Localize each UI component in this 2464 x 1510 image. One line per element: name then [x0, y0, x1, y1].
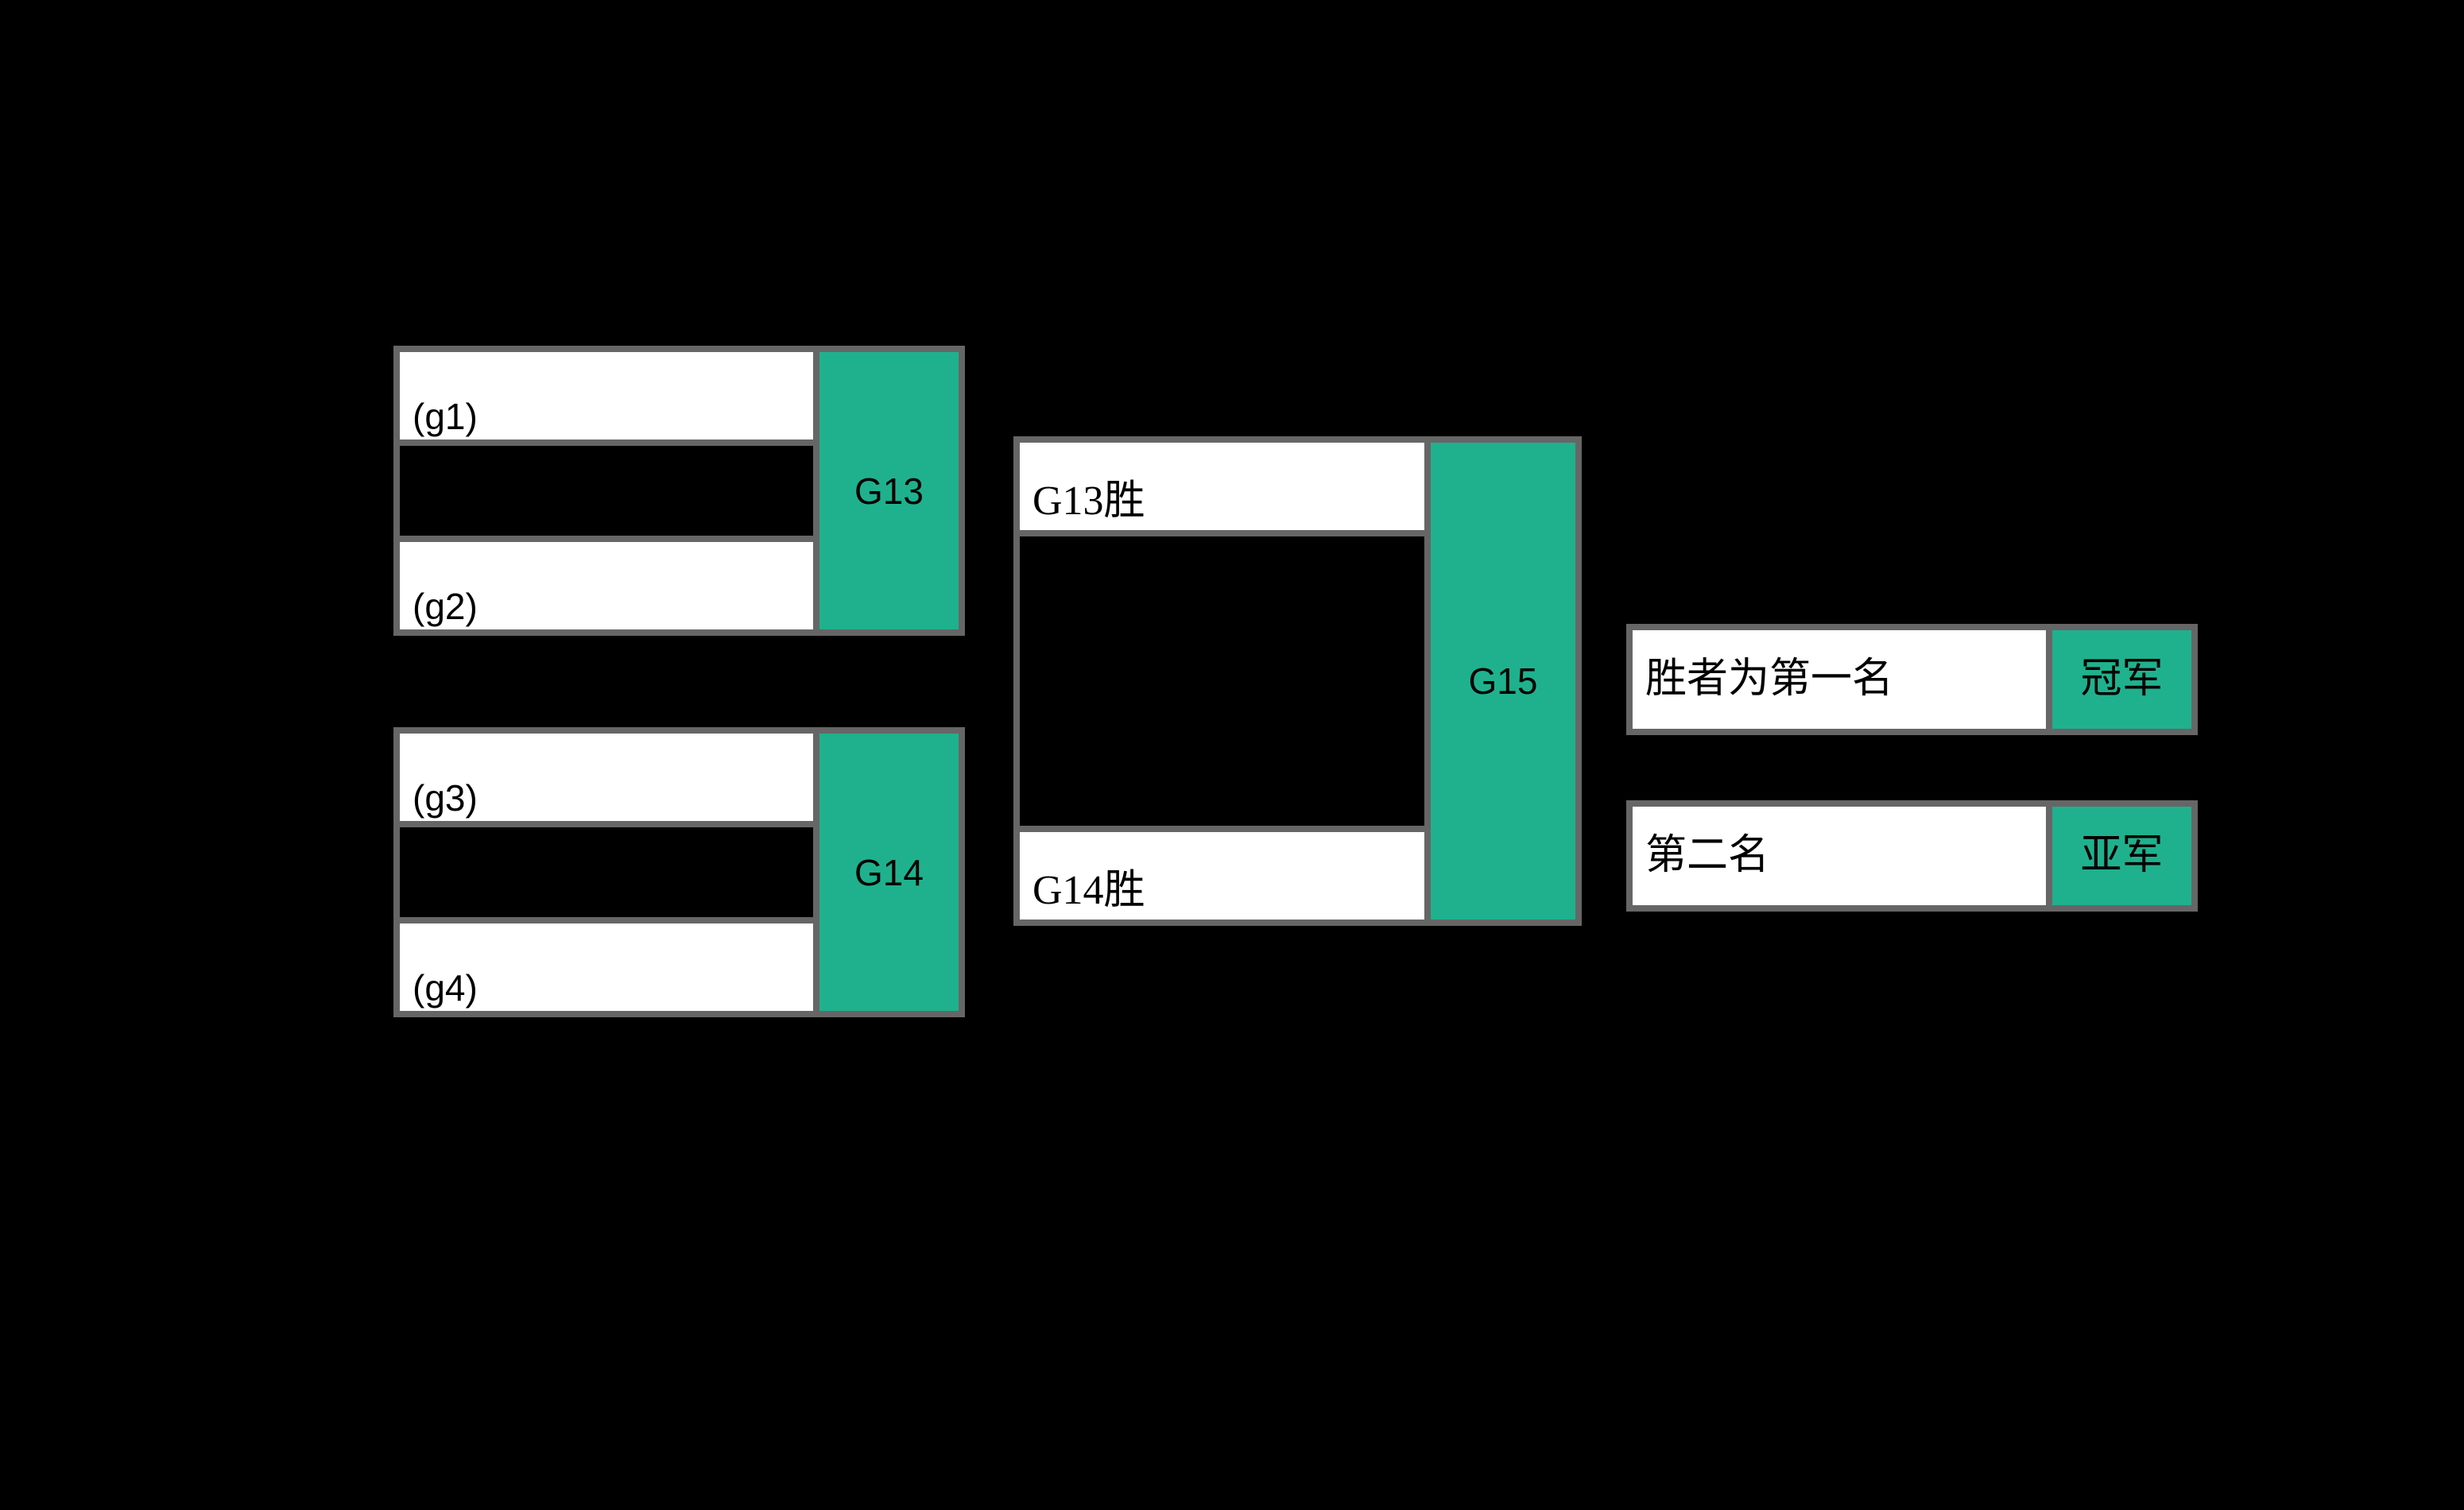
match-g15-slot-1[interactable]: G13胜: [1020, 443, 1424, 530]
match-g15-slots: G13胜 G14胜: [1020, 443, 1424, 920]
match-g14-winner-cell[interactable]: G14: [813, 734, 959, 1011]
match-g15-winner-cell[interactable]: G15: [1424, 443, 1575, 920]
match-g13-slot-1[interactable]: (g1): [400, 352, 813, 439]
standing-champion-rank-badge: 冠军: [2046, 630, 2191, 729]
match-g14-slot-1[interactable]: (g3): [400, 734, 813, 821]
match-g14-slots: (g3) (g4): [400, 734, 813, 1011]
match-g14-slot-divider: [400, 821, 813, 923]
match-block-g15[interactable]: G13胜 G14胜 G15: [1013, 436, 1582, 926]
match-g13-winner-cell[interactable]: G13: [813, 352, 959, 629]
match-g13-slot-2[interactable]: (g2): [400, 542, 813, 629]
match-g13-slot-divider: [400, 439, 813, 542]
standing-runner-up-rank-badge: 亚军: [2046, 807, 2191, 905]
match-g15-slot-2[interactable]: G14胜: [1020, 832, 1424, 920]
standing-block-champion[interactable]: 胜者为第一名 冠军: [1626, 624, 2198, 735]
match-block-g14[interactable]: (g3) (g4) G14: [393, 727, 965, 1017]
standing-block-runner-up[interactable]: 第二名 亚军: [1626, 800, 2198, 912]
standing-champion-description: 胜者为第一名: [1633, 630, 2046, 729]
match-g13-slots: (g1) (g2): [400, 352, 813, 629]
standing-runner-up-description: 第二名: [1633, 807, 2046, 905]
match-g15-slot-divider: [1020, 530, 1424, 832]
match-g14-slot-2[interactable]: (g4): [400, 923, 813, 1011]
match-block-g13[interactable]: (g1) (g2) G13: [393, 346, 965, 636]
